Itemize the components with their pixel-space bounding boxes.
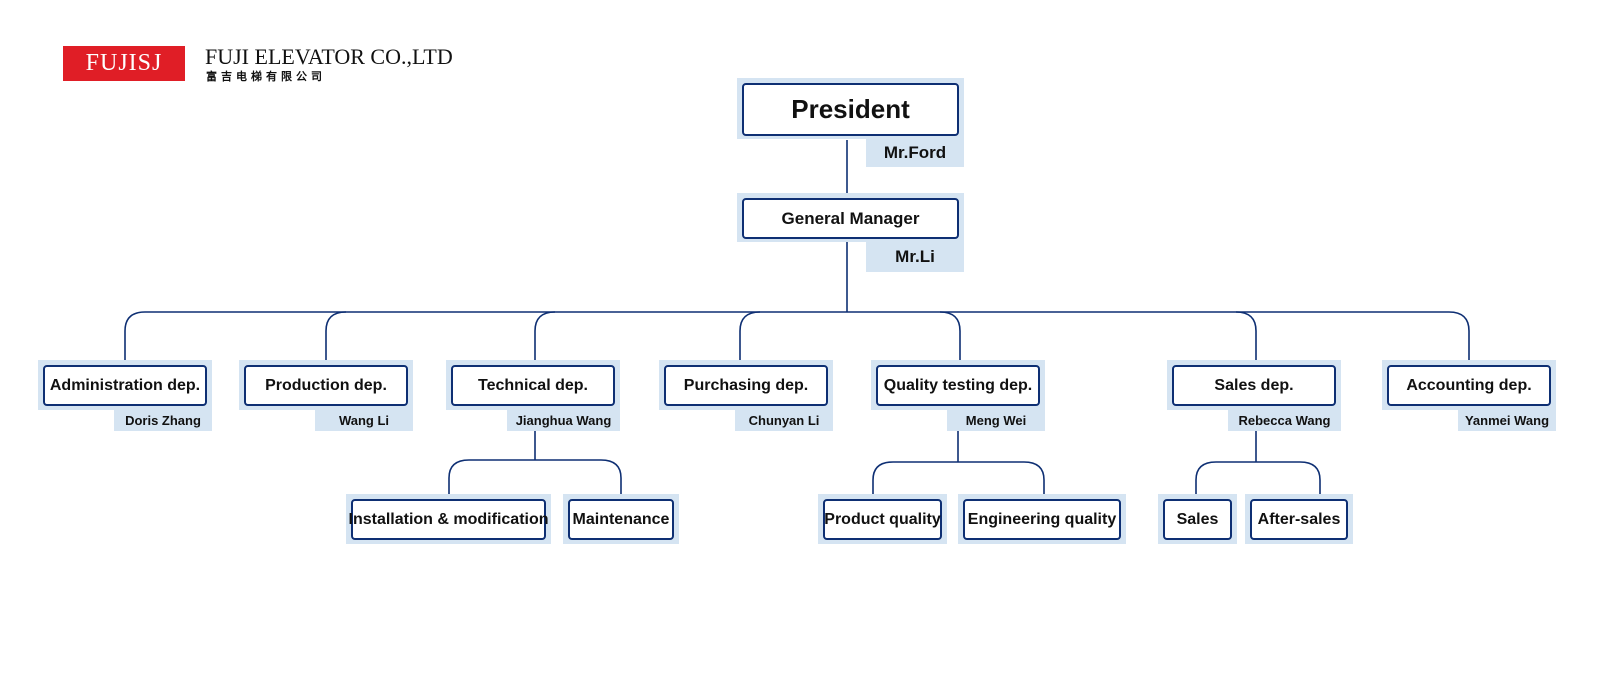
dept-sales-title: Sales dep. (1214, 376, 1294, 394)
connector-sales (1235, 311, 1257, 360)
sub-maintenance-title: Maintenance (572, 510, 670, 528)
dept-accounting-person-tag: Yanmei Wang (1458, 410, 1556, 431)
dept-accounting-title: Accounting dep. (1406, 376, 1532, 394)
connector-technical-subs (448, 430, 622, 494)
dept-production-title: Production dep. (265, 376, 387, 394)
connector-sales-subs (1195, 430, 1321, 494)
president-box: President (742, 83, 959, 136)
dept-production-person-tag: Wang Li (315, 410, 413, 431)
logo-text: FUJISJ (85, 50, 163, 76)
dept-quality-title: Quality testing dep. (883, 376, 1033, 394)
connector-technical (534, 311, 556, 360)
dept-purchasing-box: Purchasing dep. (664, 365, 828, 406)
dept-production-box: Production dep. (244, 365, 408, 406)
sub-after-sales-title: After-sales (1257, 510, 1341, 528)
connector-production (325, 311, 347, 360)
dept-admin-person: Doris Zhang (125, 413, 201, 428)
dept-technical-person: Jianghua Wang (515, 413, 612, 428)
company-name-cn: 富吉电梯有限公司 (206, 70, 326, 83)
dept-accounting-box: Accounting dep. (1387, 365, 1551, 406)
connector-quality (939, 311, 961, 360)
dept-sales-box: Sales dep. (1172, 365, 1336, 406)
gm-person: Mr.Li (895, 247, 935, 266)
sub-engineering-quality-box: Engineering quality (963, 499, 1121, 540)
president-person-tag: Mr.Ford (866, 139, 964, 167)
sub-installation-title: Installation & modification (348, 510, 549, 528)
sub-product-quality-title: Product quality (824, 510, 941, 528)
sub-installation-box: Installation & modification (348, 499, 549, 540)
dept-quality-person: Meng Wei (965, 413, 1027, 428)
connector-quality-subs (872, 430, 1045, 494)
company-logo: FUJISJ (63, 46, 185, 81)
dept-technical-person-tag: Jianghua Wang (507, 410, 620, 431)
president-title: President (791, 94, 910, 124)
gm-box: General Manager (742, 198, 959, 239)
connector-department-bus (124, 311, 1470, 360)
sub-sales-box: Sales (1163, 499, 1232, 540)
dept-admin-box: Administration dep. (43, 365, 207, 406)
president-person: Mr.Ford (883, 143, 947, 162)
company-name: FUJI ELEVATOR CO.,LTD (205, 44, 453, 69)
connector-purchasing (739, 311, 761, 360)
dept-sales-person: Rebecca Wang (1238, 413, 1331, 428)
dept-production-person: Wang Li (338, 413, 390, 428)
dept-quality-person-tag: Meng Wei (947, 410, 1045, 431)
dept-accounting-person: Yanmei Wang (1464, 413, 1550, 428)
dept-technical-title: Technical dep. (478, 376, 588, 394)
gm-person-tag: Mr.Li (866, 242, 964, 272)
dept-purchasing-title: Purchasing dep. (683, 376, 809, 394)
dept-technical-box: Technical dep. (451, 365, 615, 406)
sub-engineering-quality-title: Engineering quality (967, 510, 1117, 528)
gm-title: General Manager (781, 208, 920, 228)
sub-after-sales-box: After-sales (1250, 499, 1348, 540)
dept-quality-box: Quality testing dep. (876, 365, 1040, 406)
dept-admin-title: Administration dep. (49, 376, 201, 394)
dept-sales-person-tag: Rebecca Wang (1228, 410, 1341, 431)
dept-admin-person-tag: Doris Zhang (114, 410, 212, 431)
sub-product-quality-box: Product quality (823, 499, 942, 540)
dept-purchasing-person: Chunyan Li (748, 413, 820, 428)
sub-maintenance-box: Maintenance (568, 499, 674, 540)
sub-sales-title: Sales (1176, 510, 1219, 528)
dept-purchasing-person-tag: Chunyan Li (735, 410, 833, 431)
